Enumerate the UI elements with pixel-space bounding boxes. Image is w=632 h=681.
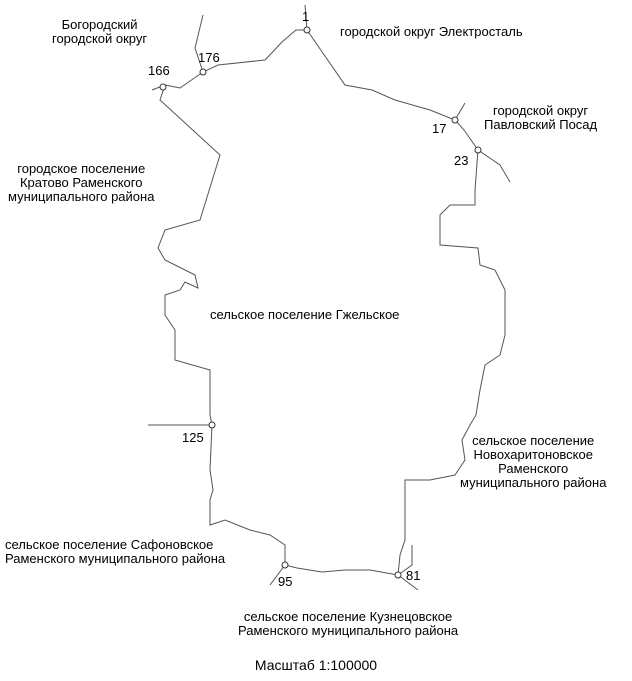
boundary-line (157, 29, 506, 576)
point-marker (199, 68, 207, 76)
boundary-branch (304, 4, 308, 31)
point-label-23: 23 (454, 153, 469, 168)
point-marker (474, 146, 482, 154)
point-label-17: 17 (432, 121, 447, 136)
point-marker (281, 561, 289, 569)
scale-label: Масштаб 1:100000 (254, 657, 378, 673)
boundary-branch (477, 149, 511, 183)
point-marker (394, 571, 402, 579)
boundary-branch (269, 564, 286, 586)
point-label-95: 95 (278, 574, 293, 589)
point-label-176: 176 (198, 50, 220, 65)
label-pavlovsky: городской округ Павловский Посад (484, 103, 598, 132)
label-kratovo: городское поселение Кратово Раменского м… (8, 161, 155, 204)
boundary-branch (397, 574, 419, 591)
boundary-branch (397, 545, 413, 576)
point-marker (303, 26, 311, 34)
label-novokharitonovo: сельское поселение Новохаритоновское Рам… (460, 433, 607, 490)
label-bogorodsky: Богородский городской округ (52, 17, 148, 46)
point-marker (159, 83, 167, 91)
point-label-1: 1 (302, 9, 310, 24)
point-label-125: 125 (182, 430, 204, 445)
point-label-81: 81 (406, 568, 421, 583)
point-marker (451, 116, 459, 124)
point-marker (208, 421, 216, 429)
label-elektrostal: городской округ Электросталь (340, 24, 523, 39)
point-label-166: 166 (148, 63, 170, 78)
boundary-branch (194, 14, 204, 73)
label-kuznetsovo: сельское поселение Кузнецовское Раменско… (238, 609, 459, 638)
label-safonovo: сельское поселение Сафоновское Раменског… (5, 537, 226, 566)
label-gzhel: сельское поселение Гжельское (210, 307, 400, 322)
